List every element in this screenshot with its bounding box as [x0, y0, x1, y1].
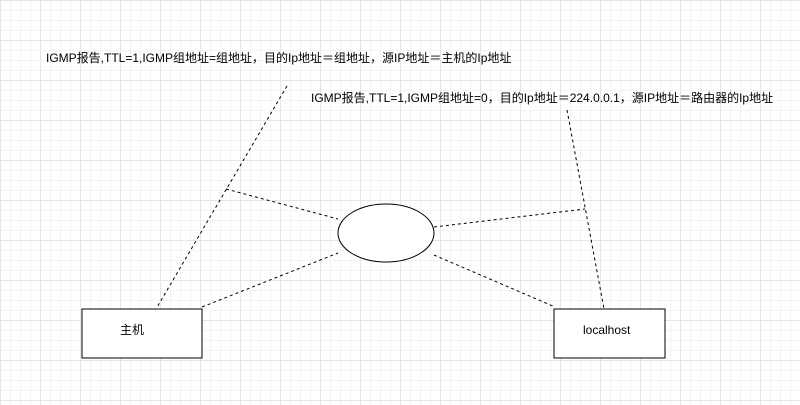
- host-label: 主机: [120, 323, 144, 337]
- router-box: [553, 308, 666, 359]
- link-router-upper: [433, 208, 586, 228]
- router-label: localhost: [583, 323, 631, 337]
- router-node: localhost: [553, 308, 666, 359]
- router-query-annotation: IGMP报告,TTL=1,IGMP组地址=0，目的Ip地址＝224.0.0.1，…: [311, 90, 773, 105]
- host-node: 主机: [81, 308, 203, 359]
- link-host-lower: [201, 252, 339, 308]
- host-box: [81, 308, 203, 359]
- network-ellipse: [337, 203, 435, 263]
- link-host-upper: [225, 188, 339, 220]
- leader-host-report: [155, 85, 288, 310]
- leader-router-query: [566, 109, 605, 310]
- link-router-lower: [433, 254, 556, 308]
- host-report-annotation: IGMP报告,TTL=1,IGMP组地址=组地址，目的Ip地址＝组地址，源IP地…: [46, 50, 511, 65]
